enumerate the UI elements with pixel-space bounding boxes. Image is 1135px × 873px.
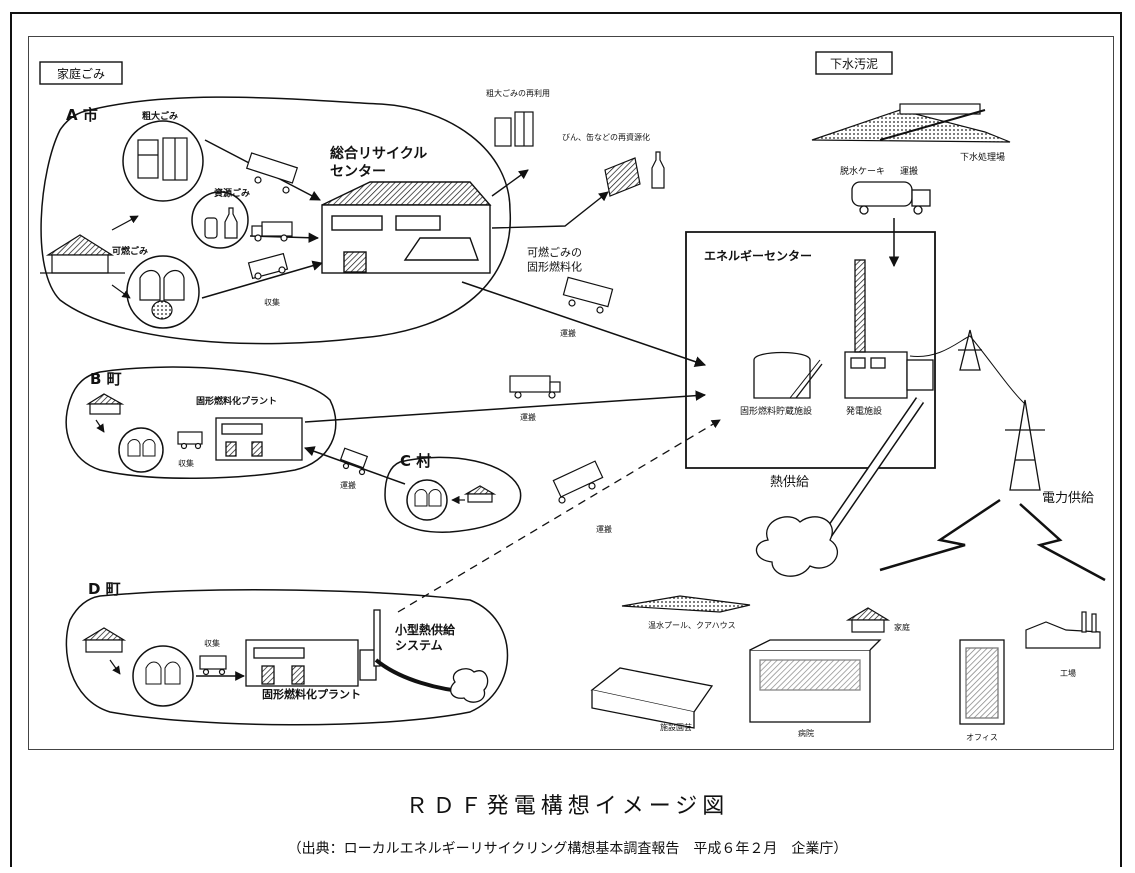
energy-center-label: エネルギーセンター: [704, 248, 812, 263]
factory-icon: [1025, 611, 1101, 649]
bulky-reuse-label: 粗大ごみの再利用: [486, 88, 550, 98]
bulky-waste-label: 粗大ごみ: [142, 110, 178, 122]
rdf-storage-tank: [753, 351, 823, 399]
transport-label-b: 運搬: [520, 412, 536, 422]
collection-label-a: 収集: [264, 297, 280, 307]
rdf-plant-d-building: [245, 609, 489, 703]
garbage-bags-icon-c: [414, 489, 442, 507]
transport-label-sewage: 運搬: [900, 165, 918, 177]
recycle-center-building: [321, 181, 492, 274]
region-b-outline: [65, 366, 337, 480]
rdf-plant-d-label: 固形燃料化プラント: [262, 687, 361, 701]
garbage-bags-icon-d: [145, 661, 181, 685]
combustible-circle-d: [132, 645, 194, 707]
reuse-fridge-icon: [494, 111, 534, 147]
power-supply-label: 電力供給: [1042, 491, 1094, 506]
town-b-label: B 町: [90, 370, 122, 388]
collection-label-b: 収集: [178, 458, 194, 468]
pool-icon: [621, 595, 751, 613]
heat-supply-label: 熱供給: [770, 475, 809, 490]
hospital-icon: [749, 639, 882, 723]
hospital-label: 病院: [798, 728, 814, 738]
power-facility-label: 発電施設: [846, 405, 882, 417]
bottle-can-label: びん、缶などの再資源化: [562, 132, 650, 142]
garbage-bags-icon-b: [127, 439, 156, 457]
truck-icon-6: [552, 460, 604, 504]
truck-icon-4: [562, 276, 614, 314]
house-icon-d: [81, 627, 127, 653]
combustible-circle-b: [118, 427, 164, 473]
pool-label: 温水プール、クアハウス: [648, 620, 736, 630]
sewage-plant-building: [811, 103, 1011, 143]
factory-label: 工場: [1060, 668, 1076, 678]
tanker-truck-icon: [851, 181, 931, 215]
truck-icon-5: [509, 375, 561, 399]
greenhouse-icon: [590, 667, 714, 729]
energy-center-frame: [685, 231, 936, 469]
town-a-label: A 市: [66, 106, 98, 124]
sewage-sludge-label: 下水汚泥: [830, 57, 878, 71]
small-heat-label-1: 小型熱供給システム: [395, 622, 456, 653]
truck-icon-b: [177, 431, 203, 450]
transport-label-c: 運搬: [340, 480, 356, 490]
dewatered-cake-label: 脱水ケーキ: [840, 165, 885, 177]
office-label: オフィス: [966, 733, 998, 742]
sewage-sludge-box: 下水汚泥: [815, 51, 893, 75]
diagram-frame: [28, 36, 1114, 750]
resource-waste-label: 資源ごみ: [214, 187, 250, 199]
greenhouse-label: 施設園芸: [660, 722, 692, 732]
house-icon-b: [85, 393, 125, 415]
home-icon: [845, 607, 891, 633]
transmission-tower-1: [958, 329, 982, 371]
caption-source: （出典：ローカルエネルギーリサイクリング構想基本調査報告 平成６年２月 企業庁）: [287, 841, 848, 857]
bottle-can-icon: [204, 207, 238, 239]
household-waste-box: 家庭ごみ: [39, 61, 123, 85]
truck-icon-3: [247, 252, 289, 280]
house-icon-a: [40, 234, 125, 274]
sewage-plant-label: 下水処理場: [960, 151, 1005, 163]
office-icon: [959, 639, 1005, 725]
collection-label-d: 収集: [204, 638, 220, 648]
outer-frame: [10, 12, 1122, 867]
caption-title: ＲＤＦ発電構想イメージ図: [405, 794, 730, 819]
transport-label-a: 運搬: [560, 328, 576, 338]
rdf-storage-label: 固形燃料貯蔵施設: [740, 405, 812, 417]
town-d-label: D 町: [88, 580, 121, 598]
region-c-outline: [384, 456, 522, 533]
recycle-center-label-1: 総合リサイクルセンター: [330, 145, 427, 180]
power-plant-building: [844, 259, 934, 399]
rdf-diagram: 家庭ごみ 下水汚泥 A 市 粗大ごみ 資源ごみ 可燃ごみ: [39, 51, 1106, 742]
recycled-material-icon: [604, 151, 665, 197]
region-d-outline: [65, 589, 509, 726]
heat-pipe: [755, 397, 925, 577]
resource-waste-circle: [191, 191, 249, 249]
transmission-tower-2: [1005, 399, 1045, 491]
truck-icon-c: [339, 447, 369, 476]
rdf-plant-b-label: 固形燃料化プラント: [196, 395, 277, 407]
home-label: 家庭: [894, 622, 910, 632]
house-icon-c: [463, 485, 497, 503]
truck-icon-1: [245, 152, 299, 194]
fridge-icon: [137, 137, 188, 181]
region-a-outline: [40, 96, 511, 345]
power-bolt-2: [1019, 503, 1106, 582]
truck-icon-2: [251, 221, 293, 242]
rdf-plant-b-building: [215, 417, 303, 461]
town-c-label: C 村: [400, 452, 431, 470]
combustible-solidify-label: 可燃ごみの固形燃料化: [527, 245, 582, 273]
truck-icon-d: [199, 655, 227, 676]
transport-label-d: 運搬: [596, 524, 612, 534]
combustible-waste-label: 可燃ごみ: [112, 245, 148, 257]
garbage-bags-icon: [139, 269, 185, 320]
household-waste-label: 家庭ごみ: [57, 66, 105, 81]
power-bolt-1: [879, 498, 1001, 572]
